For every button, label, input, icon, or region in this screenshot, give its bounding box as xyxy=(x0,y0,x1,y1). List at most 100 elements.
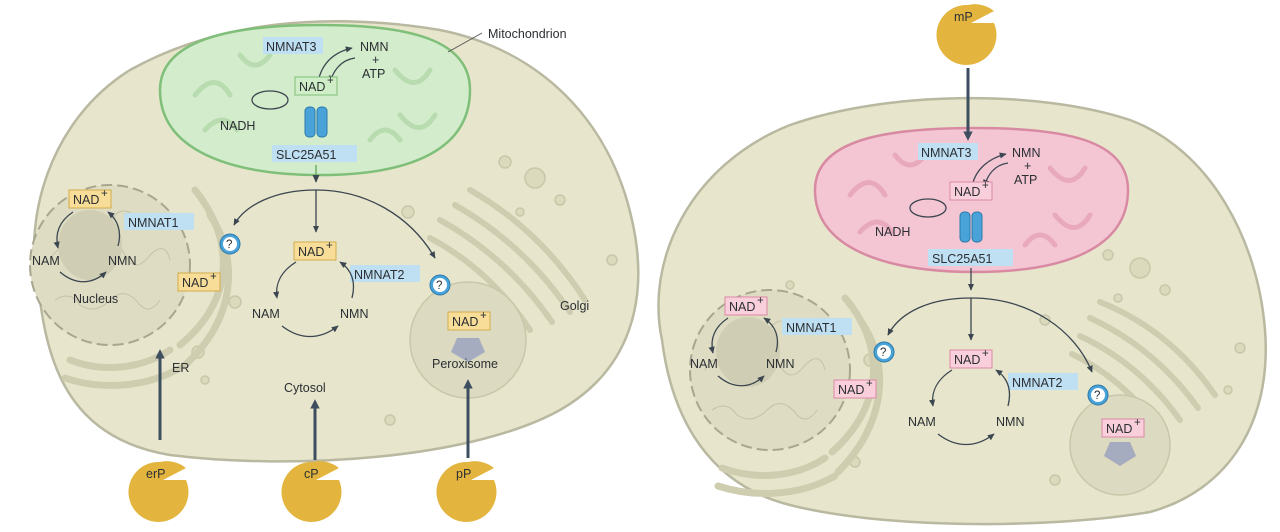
right-cyto-nam: NAM xyxy=(908,415,936,429)
probe-mP xyxy=(936,4,997,65)
left-slc25a51-box xyxy=(272,145,357,162)
right-slc25a51-label: SLC25A51 xyxy=(932,252,993,266)
left-mito-plus: + xyxy=(372,53,379,67)
left-arc-to-er xyxy=(233,189,317,226)
right-mito-nad: NAD xyxy=(954,185,980,199)
right-cell-panel: mP NMNAT3 NMN + ATP NAD + NADH SLC25A51 … xyxy=(657,4,1267,526)
left-cyto-arrow-nmn-nad xyxy=(339,261,355,299)
right-nmnat2-box xyxy=(1008,373,1078,390)
right-perox-nad-sup: + xyxy=(1134,417,1141,429)
right-mito-nad-box xyxy=(949,181,993,201)
left-mito-cristae xyxy=(192,52,438,143)
left-mito-nmn: NMN xyxy=(360,40,388,54)
right-nuc-nad-sup: + xyxy=(757,295,764,307)
right-nucleolus xyxy=(716,317,780,387)
right-nmnat1-box xyxy=(782,318,852,335)
right-nadh-cycle xyxy=(909,198,947,218)
left-mitochondrion xyxy=(158,23,472,177)
right-cyto-arrow-nad-nam xyxy=(928,369,953,407)
left-cyto-nmn: NMN xyxy=(340,307,368,321)
right-er-transporter: ? xyxy=(873,341,895,363)
left-cell-panel: Mitochondrion Nucleus ER Peroxisome Golg… xyxy=(29,19,640,522)
probe-erP-label: erP xyxy=(146,467,165,481)
right-arc-to-er xyxy=(887,297,972,336)
left-er-transporter: ? xyxy=(219,233,241,255)
right-nmnat3-label: NMNAT3 xyxy=(921,146,972,160)
left-peroxisome-crystal xyxy=(451,338,485,362)
right-nuc-nad-box xyxy=(724,296,768,316)
right-nmnat2-label: NMNAT2 xyxy=(1012,376,1063,390)
left-nucleus-label: Nucleus xyxy=(73,292,118,306)
left-nuc-nad-sup: + xyxy=(101,188,108,200)
left-er-nad-box xyxy=(177,272,221,292)
left-nmnat3-label: NMNAT3 xyxy=(266,40,317,54)
left-peroxisome-label: Peroxisome xyxy=(432,357,498,371)
right-arc-to-peroxisome xyxy=(970,297,1093,373)
right-mito-atp: ATP xyxy=(1014,173,1037,187)
right-vesicles xyxy=(785,249,1246,486)
right-nuc-nad: NAD xyxy=(729,300,755,314)
left-cyto-nad-sup: + xyxy=(326,240,333,252)
left-perox-nad: NAD xyxy=(452,315,478,329)
mitochondrion-label: Mitochondrion xyxy=(488,27,567,41)
right-er xyxy=(714,294,884,497)
right-nuc-nam: NAM xyxy=(690,357,718,371)
left-er-nad: NAD xyxy=(182,276,208,290)
right-cyto-nad-sup: + xyxy=(982,348,989,360)
probe-erP xyxy=(128,461,189,522)
right-nuc-arrow-nmn-nad xyxy=(763,317,779,353)
left-nmnat3-box xyxy=(263,37,323,54)
left-nuc-arrow-nmn-nad xyxy=(107,211,121,247)
right-cyto-nad: NAD xyxy=(954,353,980,367)
left-cyto-arrow-nad-nam xyxy=(272,261,297,299)
left-nuc-nam: NAM xyxy=(32,254,60,268)
left-nadh-cycle xyxy=(251,90,289,110)
left-mito-nad: NAD xyxy=(299,80,325,94)
left-slc25a51-label: SLC25A51 xyxy=(276,148,337,162)
right-peroxisome-crystal xyxy=(1104,442,1136,466)
left-nmnat1-label: NMNAT1 xyxy=(128,216,179,230)
left-cyto-nam: NAM xyxy=(252,307,280,321)
left-slc25a51-channel xyxy=(304,106,328,138)
left-nucleolus xyxy=(58,210,122,280)
right-cyto-arrow-nam-nmn xyxy=(937,433,995,446)
left-perox-nad-sup: + xyxy=(480,310,487,322)
mitochondrion-leader xyxy=(447,32,483,53)
left-cyto-arrow-nam-nmn xyxy=(281,325,339,338)
left-nuc-arrow-nam-nmn xyxy=(59,271,107,283)
right-nuc-nmn: NMN xyxy=(766,357,794,371)
right-nmnat1-label: NMNAT1 xyxy=(786,321,837,335)
left-arc-to-peroxisome xyxy=(315,189,436,259)
right-slc25a51-box xyxy=(928,249,1013,266)
right-mito-plus: + xyxy=(1024,159,1031,173)
left-nmnat2-label: NMNAT2 xyxy=(354,268,405,282)
left-mito-atp: ATP xyxy=(362,67,385,81)
right-perox-nad-box xyxy=(1101,418,1145,438)
probe-cP-label: cP xyxy=(304,467,319,481)
right-perox-transporter-q: ? xyxy=(1094,390,1100,402)
left-er-nad-sup: + xyxy=(210,271,217,283)
left-nuc-nad: NAD xyxy=(73,193,99,207)
left-perox-transporter-q: ? xyxy=(436,280,442,292)
right-slc25a51-channel xyxy=(959,211,983,243)
left-nadh-label: NADH xyxy=(220,119,255,133)
left-mito-nad-sup: + xyxy=(327,75,334,87)
right-mito-nad-sup: + xyxy=(982,180,989,192)
right-cyto-nad-box xyxy=(949,349,993,369)
probe-pP xyxy=(436,461,497,522)
right-cyto-arrow-nmn-nad xyxy=(995,369,1011,407)
left-nuc-nmn: NMN xyxy=(108,254,136,268)
left-perox-transporter: ? xyxy=(429,274,451,296)
right-er-transporter-q: ? xyxy=(880,347,886,359)
probe-cP xyxy=(281,461,342,522)
right-perox-transporter: ? xyxy=(1087,384,1109,406)
left-nmnat2-box xyxy=(350,265,420,282)
left-mito-nad-box xyxy=(294,76,338,96)
right-cyto-nmn: NMN xyxy=(996,415,1024,429)
right-er-nad-sup: + xyxy=(866,378,873,390)
left-cytosol-label: Cytosol xyxy=(284,381,326,395)
right-nadh-label: NADH xyxy=(875,225,910,239)
left-er-label: ER xyxy=(172,361,189,375)
right-er-nad-box xyxy=(833,379,877,399)
